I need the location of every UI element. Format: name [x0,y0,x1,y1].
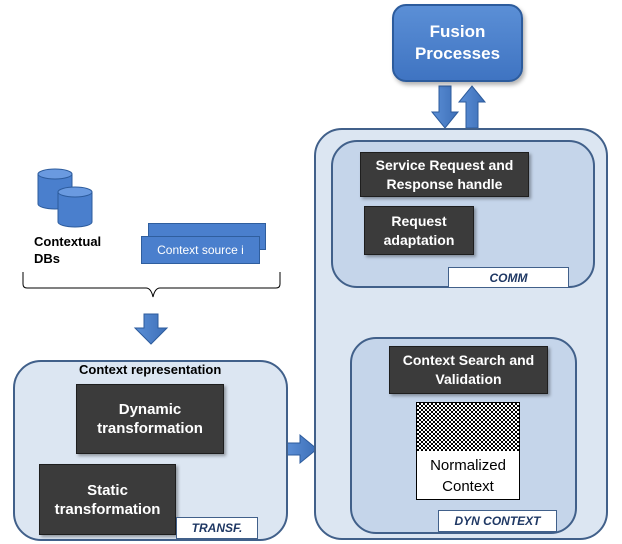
contextual-dbs-label: Contextual DBs [34,233,134,267]
down-arrow-sources-to-transf [133,313,169,345]
sources-brace [22,272,281,298]
service-line1: Service Request and [375,156,514,173]
checkered-pattern [417,403,519,451]
context-search-box[interactable]: Context Search and Validation [389,346,548,394]
context-source-card[interactable]: Context source i [141,236,260,264]
fusion-label-line2: Processes [414,44,501,63]
database-icon-front [57,186,93,228]
search-line2: Validation [435,371,502,387]
static-transformation-box[interactable]: Static transformation [39,464,176,535]
normalized-context-box[interactable]: Normalized Context [416,402,520,500]
static-line2: transformation [54,500,161,518]
db-line1: Contextual [34,234,102,249]
context-representation-title: Context representation [79,362,222,377]
dynamic-line1: Dynamic [118,401,182,418]
right-arrow-transf-to-dyn [285,433,318,465]
adapt-line1: Request [391,212,447,229]
db-line2: DBs [34,251,61,266]
fusion-label-line1: Fusion [429,22,486,41]
dynamic-line2: transformation [97,420,203,437]
static-line1: Static [87,481,128,499]
down-arrow-fusion-to-comm [430,85,460,129]
adapt-line2: adaptation [383,231,455,248]
service-line2: Response handle [386,175,503,192]
comm-tag: COMM [448,267,569,288]
up-arrow-comm-to-fusion [457,85,487,129]
dyn-context-tag: DYN CONTEXT [438,510,557,532]
fusion-processes-box[interactable]: Fusion Processes [392,4,523,82]
service-request-box[interactable]: Service Request and Response handle [360,152,529,197]
normalized-line2: Context [442,478,494,495]
request-adaptation-box[interactable]: Request adaptation [364,206,474,255]
normalized-line1: Normalized [430,457,506,474]
transf-tag: TRANSF. [176,517,258,539]
dynamic-transformation-box[interactable]: Dynamic transformation [76,384,224,454]
search-line1: Context Search and [402,352,535,368]
